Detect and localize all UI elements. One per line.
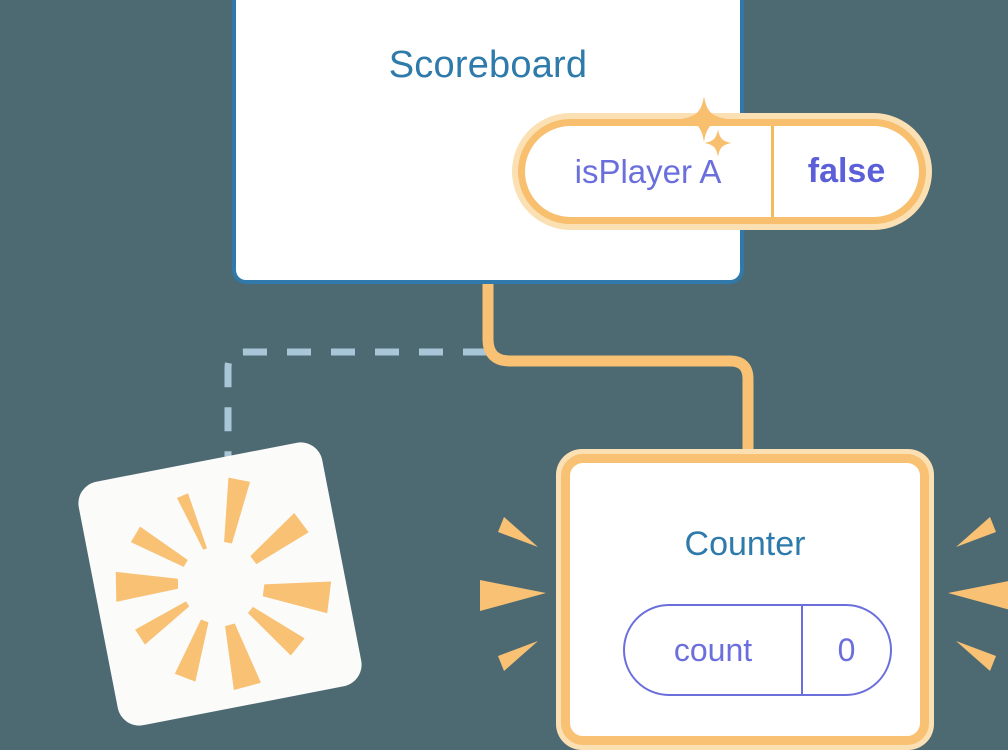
counter-state-value-label: 0 [837, 631, 856, 668]
scoreboard-card[interactable]: Scoreboard isPlayer A false [232, 0, 932, 284]
counter-state-key-label: count [673, 631, 753, 668]
state-key-label: isPlayer A [574, 152, 722, 190]
counter-title: Counter [684, 525, 806, 563]
counter-card[interactable]: Counter count 0 [556, 449, 934, 750]
state-value-label: false [807, 152, 886, 190]
scoreboard-to-counter-connector [482, 283, 754, 462]
counter-burst-rays-right [948, 517, 1008, 671]
counter-burst-rays-left [480, 517, 546, 671]
scoreboard-state-pill[interactable]: isPlayer A false [512, 113, 932, 230]
ghost-card-burst-rays [115, 477, 332, 691]
state-pill-divider [771, 126, 774, 217]
scoreboard-title: Scoreboard [388, 44, 588, 86]
sparkle-small-icon [704, 129, 732, 157]
sparkle-large-icon [681, 96, 727, 142]
scoreboard-to-ghost-connector [224, 348, 487, 474]
counter-state-pill[interactable]: count 0 [623, 604, 892, 696]
counter-state-pill-divider [801, 606, 803, 694]
